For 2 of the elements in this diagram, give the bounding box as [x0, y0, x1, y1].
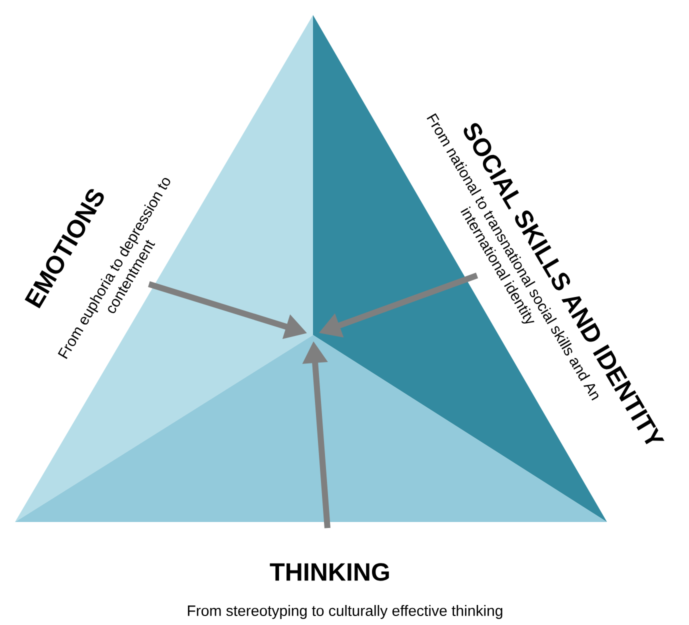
description: From stereotyping to culturally effective thinking: [188, 605, 502, 619]
heading: THINKING: [270, 563, 389, 581]
